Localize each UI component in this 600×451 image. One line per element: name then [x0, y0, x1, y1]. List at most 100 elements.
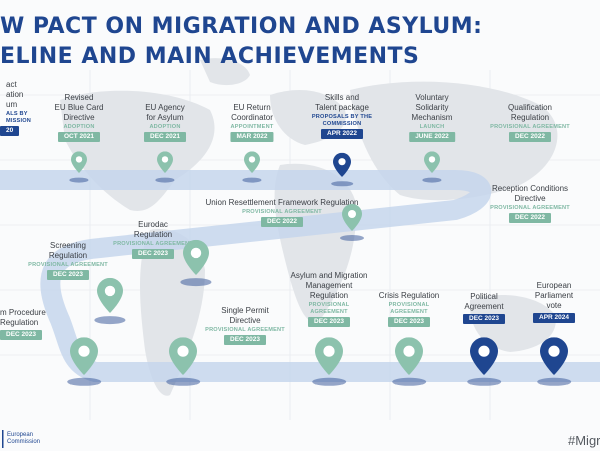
ms-parliament-vote-label-line: European	[536, 281, 572, 290]
ms-blue-card-label-line: EU Blue Card	[54, 103, 104, 112]
page-title-line2: ELINE AND MAIN ACHIEVEMENTS	[0, 44, 420, 69]
ms-skills-talent-status: COMMISSION	[322, 121, 362, 127]
ms-amm-status: AGREEMENT	[310, 309, 348, 315]
ms-crisis-pin-shadow	[392, 377, 426, 387]
ms-eu-agency-date-badge: DEC 2021	[144, 132, 186, 142]
ms-resettlement-map-pin-icon[interactable]	[342, 204, 362, 236]
ms-resettlement-status: PROVISIONAL AGREEMENT	[242, 209, 322, 215]
ms-crisis-map-pin-icon[interactable]	[395, 337, 423, 380]
ms-eurodac-label-line: Regulation	[133, 230, 173, 239]
ms-crisis-label-line: Crisis Regulation	[378, 291, 440, 300]
ms-qualification-status: PROVISIONAL AGREEMENT	[490, 124, 570, 130]
ms-screening-label-line: Screening	[49, 241, 87, 250]
ms-new-pact-label-line: um	[6, 100, 18, 109]
ms-eu-agency-label-line: for Asylum	[146, 113, 184, 122]
ms-amm-label-line: Management	[305, 281, 353, 290]
ms-return-coordinator-label-line: EU Return	[233, 103, 271, 112]
ms-asylum-procedure-date-badge: DEC 2023	[0, 330, 42, 340]
ms-voluntary-solidarity-label-line: Solidarity	[415, 103, 449, 112]
ms-amm-label-line: Asylum and Migration	[290, 271, 368, 280]
ms-eu-agency-label-line: EU Agency	[145, 103, 185, 112]
ms-screening-map-pin-icon[interactable]	[97, 277, 123, 318]
ms-return-coordinator-date-badge: MAR 2022	[230, 132, 274, 142]
ms-qualification-label-line: Regulation	[510, 113, 550, 122]
ms-voluntary-solidarity-map-pin-icon[interactable]	[424, 151, 440, 178]
ms-skills-talent-map-pin-icon[interactable]	[333, 152, 351, 182]
ms-eurodac-date-badge: DEC 2023	[132, 249, 174, 259]
ms-crisis-date-badge: DEC 2023	[388, 317, 430, 327]
ms-single-permit-date-badge: DEC 2023	[224, 335, 266, 345]
ms-new-pact-label-line: ation	[6, 90, 24, 99]
ms-political-agreement-label-line: Political	[470, 292, 498, 301]
ms-single-permit-map-pin-icon[interactable]	[169, 337, 197, 380]
ms-new-pact-status: ALS BY	[6, 111, 28, 117]
ms-resettlement-pin-shadow	[340, 235, 364, 241]
ms-parliament-vote-date-badge: APR 2024	[533, 313, 575, 323]
ms-return-coordinator-label-line: Coordinator	[231, 113, 273, 122]
ms-eurodac-label-line: Eurodac	[138, 220, 168, 229]
ms-single-permit-label-line: Single Permit	[221, 306, 269, 315]
ms-screening-label-line: Regulation	[48, 251, 88, 260]
ms-reception-label-line: Directive	[514, 194, 546, 203]
ms-eu-agency-status: ADOPTION	[149, 124, 181, 130]
ms-asylum-procedure-map-pin-icon[interactable]	[70, 337, 98, 380]
ms-return-coordinator-map-pin-icon[interactable]	[244, 151, 260, 178]
ms-single-permit-status: PROVISIONAL AGREEMENT	[205, 327, 285, 333]
ms-reception-status: PROVISIONAL AGREEMENT	[490, 205, 570, 211]
ms-blue-card-pin-shadow	[69, 177, 89, 183]
ms-political-agreement-pin-shadow	[467, 377, 501, 387]
ms-parliament-vote-label-line: Parliament	[534, 291, 574, 300]
ms-skills-talent-pin-shadow	[331, 181, 353, 187]
ms-crisis-status: AGREEMENT	[390, 309, 428, 315]
ms-eurodac-map-pin-icon[interactable]	[183, 239, 209, 280]
ms-parliament-vote-map-pin-icon[interactable]	[540, 337, 568, 380]
logo-text-line2: Commission	[7, 439, 41, 445]
ms-amm-pin-shadow	[312, 377, 346, 387]
ms-resettlement-date-badge: DEC 2022	[261, 217, 303, 227]
ms-blue-card-label-line: Directive	[63, 113, 95, 122]
logo-mark-icon	[2, 430, 4, 448]
ms-eurodac-pin-shadow	[180, 278, 212, 286]
ms-parliament-vote-pin-shadow	[537, 377, 571, 387]
ms-amm-date-badge: DEC 2023	[308, 317, 350, 327]
ms-new-pact-status: MISSION	[6, 118, 32, 124]
ms-reception-label-line: Reception Conditions	[491, 184, 569, 193]
ms-skills-talent-date-badge: APR 2022	[321, 129, 363, 139]
ms-asylum-procedure-label-line: m Procedure	[0, 308, 46, 317]
ms-amm-map-pin-icon[interactable]	[315, 337, 343, 380]
ms-blue-card-map-pin-icon[interactable]	[71, 151, 87, 178]
ms-voluntary-solidarity-status: LAUNCH	[419, 124, 445, 130]
hashtag: #Migra	[568, 433, 600, 448]
ms-crisis-status: PROVISIONAL	[388, 302, 430, 308]
ms-asylum-procedure-label-line: Regulation	[0, 318, 39, 327]
ms-skills-talent-label-line: Talent package	[315, 103, 369, 112]
ms-blue-card-status: ADOPTION	[63, 124, 95, 130]
ms-screening-status: PROVISIONAL AGREEMENT	[28, 262, 108, 268]
page-title-line1: W PACT ON MIGRATION AND ASYLUM:	[0, 14, 483, 39]
ms-qualification-label-line: Qualification	[507, 103, 553, 112]
ms-eurodac-status: PROVISIONAL AGREEMENT	[113, 241, 193, 247]
ms-voluntary-solidarity-label-line: Voluntary	[415, 93, 449, 102]
ms-new-pact-date-badge: 20	[0, 126, 20, 136]
ms-new-pact-label-line: act	[6, 80, 17, 89]
ms-screening-pin-shadow	[94, 316, 126, 324]
ms-reception-date-badge: DEC 2022	[509, 213, 551, 223]
ms-eu-agency-map-pin-icon[interactable]	[157, 151, 173, 178]
ms-voluntary-solidarity-label-line: Mechanism	[411, 113, 453, 122]
ms-single-permit-label-line: Directive	[229, 316, 261, 325]
ms-skills-talent-label-line: Skills and	[324, 93, 360, 102]
ms-amm-status: PROVISIONAL	[308, 302, 350, 308]
ms-voluntary-solidarity-date-badge: JUNE 2022	[409, 132, 455, 142]
ms-political-agreement-map-pin-icon[interactable]	[470, 337, 498, 380]
ms-resettlement-label-line: Union Resettlement Framework Regulation	[205, 198, 359, 207]
ms-skills-talent-status: PROPOSALS BY THE	[311, 114, 373, 120]
ms-political-agreement-date-badge: DEC 2023	[463, 314, 505, 324]
ms-amm-label-line: Regulation	[309, 291, 349, 300]
ms-blue-card-date-badge: OCT 2021	[58, 132, 100, 142]
ms-parliament-vote-label-line: vote	[546, 301, 562, 310]
logo-text-line1: European	[7, 432, 34, 438]
ms-return-coordinator-pin-shadow	[242, 177, 262, 183]
ms-asylum-procedure-pin-shadow	[67, 377, 101, 387]
ms-return-coordinator-status: APPOINTMENT	[230, 124, 274, 130]
